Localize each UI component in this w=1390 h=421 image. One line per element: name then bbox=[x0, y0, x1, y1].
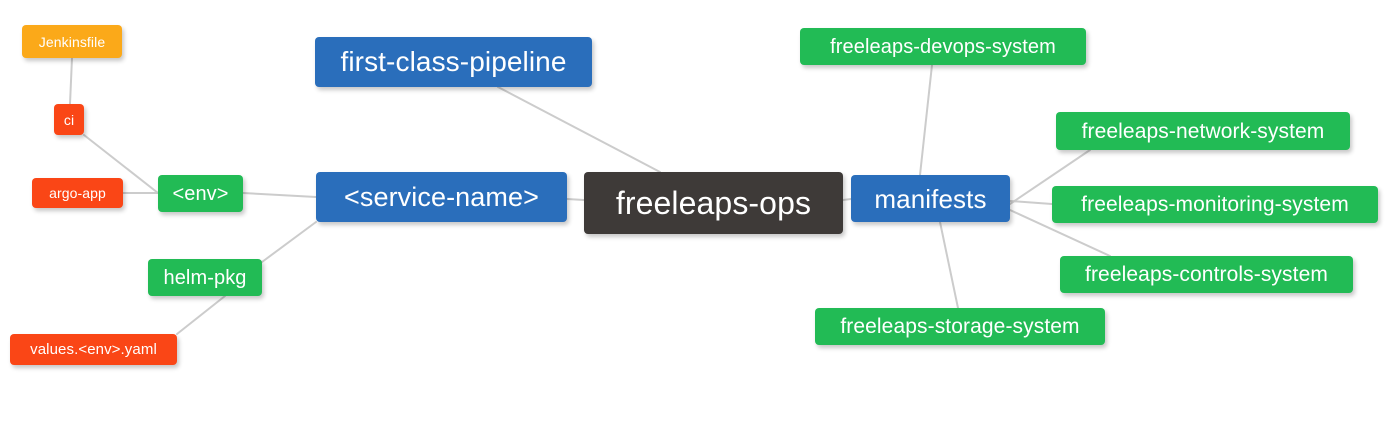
node-first-class-pipeline[interactable]: first-class-pipeline bbox=[315, 37, 592, 87]
edge-pipeline-ops bbox=[497, 86, 661, 173]
node-label-freeleaps-storage-system: freeleaps-storage-system bbox=[840, 315, 1080, 338]
node-values-yaml[interactable]: values.<env>.yaml bbox=[10, 334, 177, 365]
node-freeleaps-controls-system[interactable]: freeleaps-controls-system bbox=[1060, 256, 1353, 293]
node-label-service-name: <service-name> bbox=[344, 181, 539, 212]
node-label-freeleaps-controls-system: freeleaps-controls-system bbox=[1085, 263, 1328, 286]
node-freeleaps-devops-system[interactable]: freeleaps-devops-system bbox=[800, 28, 1086, 65]
node-jenkinsfile[interactable]: Jenkinsfile bbox=[22, 25, 122, 58]
node-env[interactable]: <env> bbox=[158, 175, 243, 212]
node-label-freeleaps-ops: freeleaps-ops bbox=[615, 185, 812, 221]
edge-manifests-storage bbox=[939, 221, 959, 309]
node-freeleaps-ops[interactable]: freeleaps-ops bbox=[584, 172, 843, 234]
node-freeleaps-network-system[interactable]: freeleaps-network-system bbox=[1056, 112, 1350, 150]
node-label-ci: ci bbox=[63, 111, 75, 128]
node-freeleaps-storage-system[interactable]: freeleaps-storage-system bbox=[815, 308, 1105, 345]
node-label-manifests: manifests bbox=[874, 183, 987, 214]
node-label-helm-pkg: helm-pkg bbox=[163, 266, 247, 289]
node-manifests[interactable]: manifests bbox=[851, 175, 1010, 222]
node-service-name[interactable]: <service-name> bbox=[316, 172, 567, 222]
node-argo-app[interactable]: argo-app bbox=[32, 178, 123, 208]
edge-devops-manifests bbox=[919, 64, 933, 176]
node-label-jenkinsfile: Jenkinsfile bbox=[38, 33, 106, 50]
edge-env-servicename bbox=[242, 192, 317, 198]
node-label-freeleaps-network-system: freeleaps-network-system bbox=[1081, 119, 1325, 143]
node-label-argo-app: argo-app bbox=[49, 185, 106, 201]
node-label-values-yaml: values.<env>.yaml bbox=[30, 341, 157, 358]
node-label-env: <env> bbox=[172, 182, 229, 205]
edge-ops-manifests bbox=[842, 198, 852, 201]
node-ci[interactable]: ci bbox=[54, 104, 84, 135]
edge-jenkinsfile-ci bbox=[69, 57, 73, 105]
node-freeleaps-monitoring-system[interactable]: freeleaps-monitoring-system bbox=[1052, 186, 1378, 223]
edge-manifests-monitoring bbox=[1009, 200, 1053, 205]
node-helm-pkg[interactable]: helm-pkg bbox=[148, 259, 262, 296]
edge-helmpkg-servicename bbox=[261, 221, 317, 263]
node-label-freeleaps-devops-system: freeleaps-devops-system bbox=[830, 35, 1056, 58]
edge-servicename-ops bbox=[566, 198, 585, 201]
node-label-freeleaps-monitoring-system: freeleaps-monitoring-system bbox=[1081, 193, 1349, 216]
edge-values-helmpkg bbox=[176, 295, 226, 335]
node-label-first-class-pipeline: first-class-pipeline bbox=[340, 46, 567, 77]
